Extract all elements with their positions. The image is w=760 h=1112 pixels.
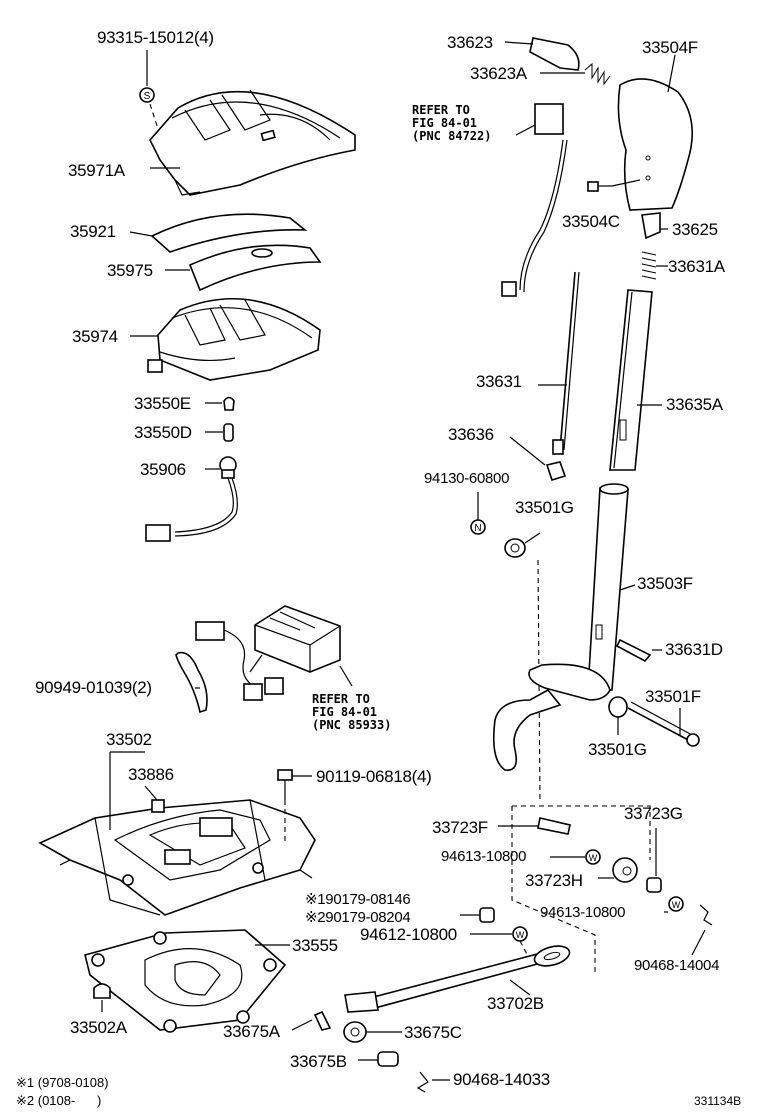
rod-33702b-part [344,945,571,1013]
washer-symbol-w3: W [516,930,525,940]
linkage-dashed-box [511,805,651,975]
label-35906: 35906 [140,460,186,479]
screw-symbol-s: S [144,91,151,102]
label-90119-06818: 90119-06818(4) [316,767,432,786]
label-33504f: 33504F [642,38,698,57]
label-33723f: 33723F [432,818,488,837]
wire-harness-part [501,103,568,297]
label-33631: 33631 [476,372,522,391]
label-33623: 33623 [447,33,493,52]
footnote-1: ※1 (9708-0108) [16,1075,109,1090]
plate-33555-part [84,929,290,1033]
nut-symbol-n: N [474,523,481,534]
socket-33550d-part [205,423,234,442]
washer-symbol-w1: W [589,853,598,863]
bushing-33723h-part [598,857,638,883]
label-35974: 35974 [72,327,118,346]
label-35921: 35921 [70,222,116,241]
clip-33636-part [509,436,567,481]
label-33723g: 33723G [624,804,683,823]
label-33504c: 33504C [562,212,620,231]
screw-33504c-part [587,179,641,192]
pin-33675a-part [291,1010,332,1031]
label-33675c: 33675C [404,1023,462,1042]
screw-93315-part: S [139,50,161,136]
bushing-33675c-part [343,1021,402,1043]
bolt-90119-part [277,769,312,845]
label-90179-08204: ※290179-08204 [305,909,411,926]
label-33503f: 33503F [637,574,693,593]
label-33555: 33555 [292,936,338,955]
label-94612-10800: 94612-10800 [360,925,457,944]
clip-90468-14004-part [691,904,713,956]
nut-33502a-part [93,983,111,1012]
clip-90468-14033-part [416,1071,450,1093]
label-33702b: 33702B [487,994,544,1013]
label-93315-15012: 93315-15012(4) [97,28,214,47]
pin-33631d-part [615,638,662,663]
label-35975: 35975 [107,261,153,280]
label-33723h: 33723H [525,871,583,890]
switch-assembly-part [195,605,353,701]
nut-90179-part [460,907,495,923]
washer-94613-upper-part: W [550,849,601,865]
bolt-33501f-part [627,701,700,747]
label-33886: 33886 [128,765,174,784]
lever-33503f-part [492,483,636,771]
bolt-33723f-part [498,817,571,835]
footnote-2: ※2 (0108- ) [16,1093,102,1108]
label-94613-10800-upper: 94613-10800 [441,848,527,865]
cover-35975-part [165,244,322,292]
label-33623a: 33623A [470,64,527,83]
reference-note-pnc-85933: REFER TO FIG 84-01 (PNC 85933) [312,692,392,732]
label-33631d: 33631D [665,640,723,659]
washer-symbol-w2: W [672,900,681,910]
nut-94130-part: N [470,492,486,535]
label-33550d: 33550D [134,423,192,442]
label-33675b: 33675B [290,1052,347,1071]
clip-90949-part [175,651,208,714]
label-94130-60800: 94130-60800 [424,470,510,487]
label-33501g-upper: 33501G [515,498,574,517]
illustration-code: 331134B [694,1094,742,1108]
label-33501f: 33501F [645,687,701,706]
label-33550e: 33550E [134,394,191,413]
spring-33623a-part [540,62,611,86]
label-90468-14004: 90468-14004 [634,957,720,974]
label-90468-14033: 90468-14033 [453,1070,550,1089]
knob-33504f-part [617,54,694,211]
collar-33675b-part [358,1051,399,1067]
label-33636: 33636 [448,425,494,444]
cover-35921-part [129,213,308,253]
bushing-33501g-lower-part [608,696,628,735]
label-33631a: 33631A [668,257,725,276]
retainer-33625-part [641,212,668,240]
washer-94613-lower-part: W [664,896,684,913]
wire-35906-part [145,456,238,542]
reference-note-pnc-84722: REFER TO FIG 84-01 (PNC 84722) [412,103,492,143]
tube-33635a-part [609,289,662,471]
label-94613-10800-lower: 94613-10800 [540,904,626,921]
washer-94612-part: W [470,926,531,961]
label-33502a: 33502A [70,1018,127,1037]
label-33502: 33502 [106,730,152,749]
label-90949-01039: 90949-01039(2) [35,678,152,697]
label-33635a: 33635A [666,395,723,414]
spring-33631a-part [641,251,668,280]
rod-33631-part [538,271,580,455]
label-33675a: 33675A [223,1022,280,1041]
housing-35974-part [130,297,321,381]
label-90179-08146: ※190179-08146 [305,891,411,908]
base-plate-33502-part [38,751,316,916]
button-33623-part [504,37,580,71]
collar-33723g-part [646,828,662,893]
label-33625: 33625 [672,220,718,239]
bulb-33550e-part [205,396,235,411]
label-35971a: 35971A [68,161,125,180]
bezel-35971a-part [149,89,356,196]
nut-33886-part [144,785,165,813]
label-33501g-lower: 33501G [588,740,647,759]
